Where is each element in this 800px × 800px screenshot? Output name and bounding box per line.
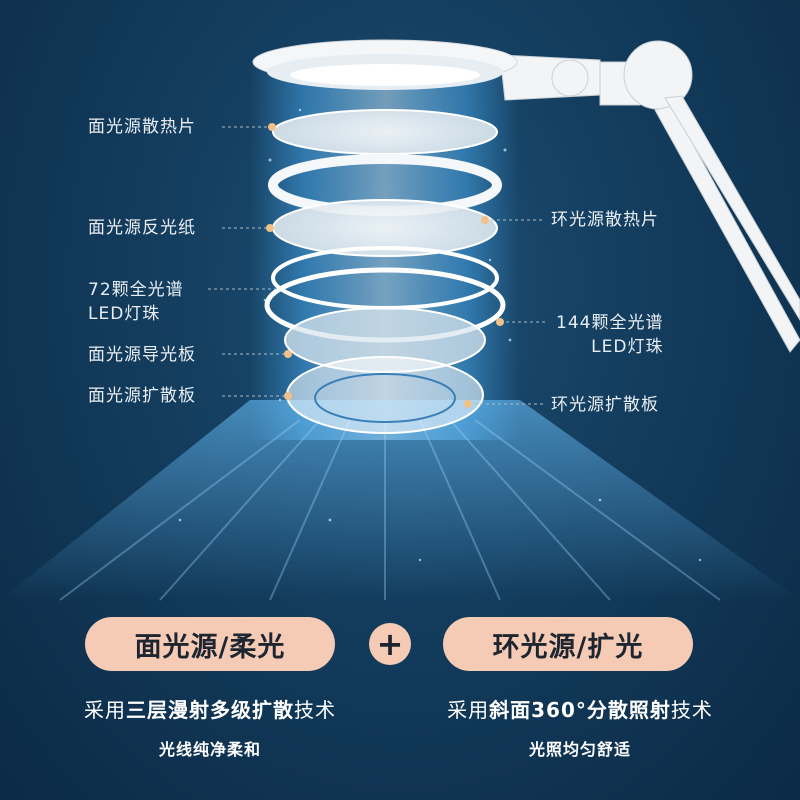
label-led-144-line2: LED灯珠	[591, 337, 664, 357]
leader-dots	[266, 123, 504, 408]
surface-light-pill: 面光源/柔光	[85, 617, 335, 671]
label-led-72-line1: 72颗全光谱	[88, 280, 184, 300]
ring-light-pill: 环光源/扩光	[443, 617, 693, 671]
leader-lines	[208, 126, 548, 405]
lamp-arm	[499, 40, 800, 353]
layer-surface-heatsink	[272, 109, 498, 155]
label-surface-reflective-paper: 面光源反光纸	[88, 218, 196, 238]
layer-diffuser-plates	[286, 356, 484, 434]
ring-light-subtitle: 光照均匀舒适	[528, 740, 631, 759]
label-surface-diffuser: 面光源扩散板	[88, 386, 196, 406]
label-surface-heatsink: 面光源散热片	[88, 117, 196, 137]
label-ring-heatsink: 环光源散热片	[551, 210, 659, 230]
surface-light-description: 采用三层漫射多级扩散技术	[40, 694, 380, 723]
plus-icon: +	[369, 623, 411, 665]
label-led-72: 72颗全光谱 LED灯珠	[88, 278, 184, 326]
ring-light-description: 采用斜面360°分散照射技术	[400, 694, 760, 723]
label-surface-light-guide: 面光源导光板	[88, 345, 196, 365]
surface-desc-prefix: 采用	[84, 698, 126, 722]
lamp-head	[252, 39, 518, 90]
surface-desc-suffix: 技术	[294, 698, 336, 722]
label-ring-diffuser: 环光源扩散板	[551, 395, 659, 415]
light-sparkles	[178, 108, 702, 562]
label-led-72-line2: LED灯珠	[88, 304, 161, 324]
ring-desc-prefix: 采用	[447, 698, 490, 722]
ring-desc-suffix: 技术	[670, 698, 713, 722]
surface-light-subtitle: 光线纯净柔和	[158, 740, 261, 759]
label-led-144-line1: 144颗全光谱	[556, 313, 664, 333]
ring-desc-bold: 斜面360°分散照射	[489, 698, 671, 722]
light-spread	[0, 400, 800, 600]
label-led-144: 144颗全光谱 LED灯珠	[556, 311, 663, 359]
light-rays	[59, 419, 721, 601]
surface-desc-bold: 三层漫射多级扩散	[126, 698, 294, 722]
